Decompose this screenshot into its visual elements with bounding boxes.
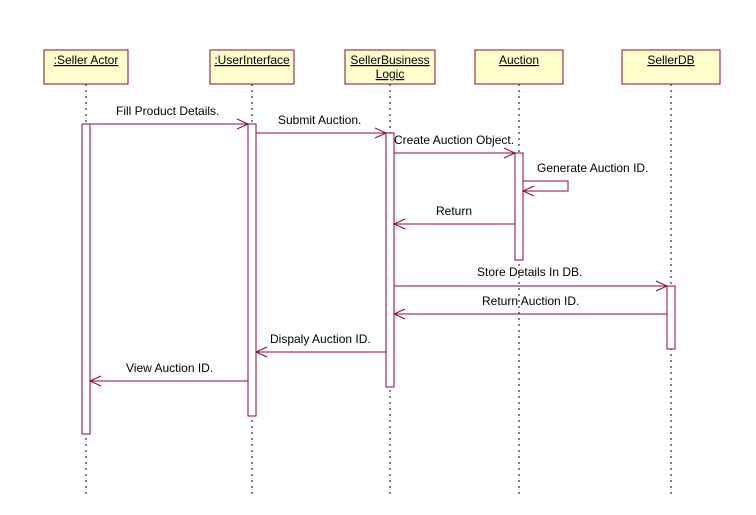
object-seller-actor: :Seller Actor bbox=[43, 49, 129, 85]
message-label: Submit Auction. bbox=[278, 113, 361, 127]
object-label: SellerBusiness bbox=[350, 53, 429, 67]
message-label: Dispaly Auction ID. bbox=[270, 332, 371, 346]
message-display-auction-id: Dispaly Auction ID. bbox=[254, 332, 386, 358]
message-label: Create Auction Object. bbox=[394, 133, 514, 147]
message-return-auction-id: Return Auction ID. bbox=[392, 294, 667, 320]
message-submit-auction: Submit Auction. bbox=[256, 113, 388, 139]
activation-seller bbox=[81, 123, 91, 435]
object-label: Auction bbox=[499, 53, 539, 67]
object-auction: Auction bbox=[474, 49, 564, 85]
message-fill-product-details: Fill Product Details. bbox=[90, 104, 250, 130]
message-label: Return bbox=[436, 204, 472, 218]
message-label: Store Details In DB. bbox=[477, 265, 582, 279]
object-user-interface: :UserInterface bbox=[209, 49, 295, 85]
activation-auction bbox=[514, 152, 524, 261]
message-generate-auction-id: Generate Auction ID. bbox=[521, 161, 648, 197]
object-label: SellerDB bbox=[647, 53, 694, 67]
object-label: :Seller Actor bbox=[54, 53, 119, 67]
message-label: Return Auction ID. bbox=[482, 294, 579, 308]
activation-ui bbox=[247, 123, 257, 417]
message-store-details-in-db: Store Details In DB. bbox=[394, 265, 669, 292]
object-label: Logic bbox=[376, 67, 405, 81]
message-label: Generate Auction ID. bbox=[537, 161, 648, 175]
activation-db bbox=[666, 285, 676, 350]
object-label: :UserInterface bbox=[214, 53, 290, 67]
message-label: Fill Product Details. bbox=[116, 104, 219, 118]
activation-logic bbox=[385, 132, 395, 388]
message-label: View Auction ID. bbox=[126, 361, 213, 375]
object-seller-db: SellerDB bbox=[621, 49, 721, 85]
message-create-auction-object: Create Auction Object. bbox=[394, 133, 517, 159]
message-view-auction-id: View Auction ID. bbox=[88, 361, 248, 387]
message-return: Return bbox=[392, 204, 515, 230]
object-seller-business-logic: SellerBusiness Logic bbox=[344, 49, 436, 85]
